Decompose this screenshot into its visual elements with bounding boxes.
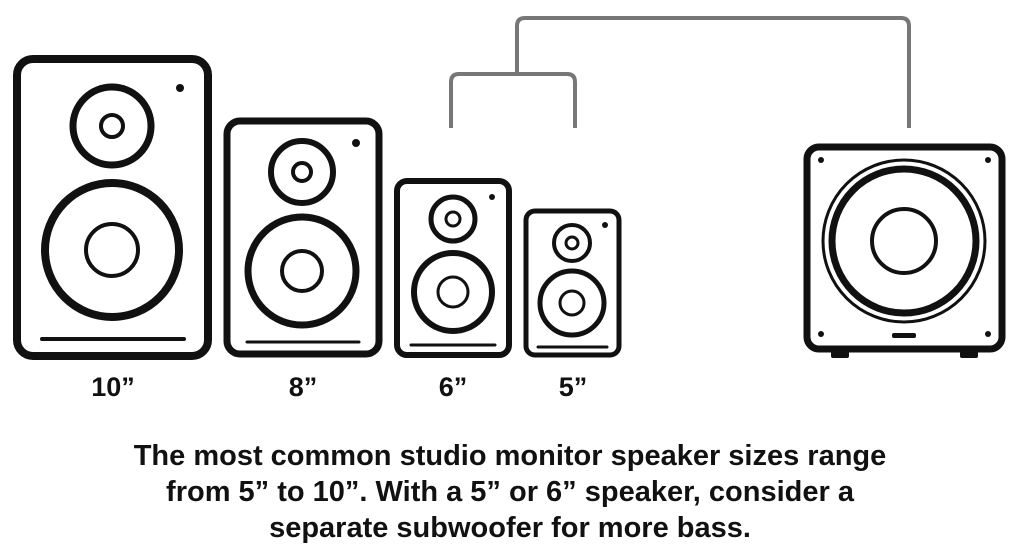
tweeter-outer xyxy=(69,83,155,169)
caption-line: The most common studio monitor speaker s… xyxy=(133,440,887,472)
speaker-cabinet xyxy=(223,117,383,358)
size-label-10-inch: 10” xyxy=(91,372,135,402)
speaker-cabinet xyxy=(523,208,622,358)
subwoofer-cone xyxy=(828,165,980,317)
screw-top-right xyxy=(985,157,991,163)
power-led xyxy=(352,139,360,147)
speaker-10-inch xyxy=(13,55,212,360)
woofer-inner xyxy=(436,275,470,309)
size-label-5-inch: 5” xyxy=(558,372,588,402)
caption-line: separate subwoofer for more bass. xyxy=(269,512,751,544)
tweeter-outer xyxy=(268,138,336,206)
power-led xyxy=(176,84,184,92)
tweeter-outer xyxy=(552,223,592,263)
screw-top-left xyxy=(818,157,824,163)
subwoofer-badge xyxy=(892,333,916,338)
speaker-6-inch xyxy=(394,178,512,358)
size-label-6-inch: 6” xyxy=(438,372,468,402)
connector-bracket xyxy=(449,16,911,128)
woofer-outer xyxy=(411,250,495,334)
woofer-inner xyxy=(280,249,324,293)
subwoofer xyxy=(803,143,1006,358)
woofer-inner xyxy=(84,222,140,278)
screw-bottom-right xyxy=(985,331,991,337)
speaker-8-inch xyxy=(223,117,383,358)
tweeter-inner xyxy=(99,113,125,139)
subwoofer-dust-cap xyxy=(870,207,938,275)
tweeter-inner xyxy=(291,161,313,183)
caption-line: from 5” to 10”. With a 5” or 6” speaker,… xyxy=(166,476,854,508)
woofer-inner xyxy=(558,289,586,317)
woofer-outer xyxy=(41,179,183,321)
connector-to-subwoofer xyxy=(515,16,911,128)
screw-bottom-left xyxy=(818,331,824,337)
power-led xyxy=(602,222,608,228)
tweeter-outer xyxy=(428,194,478,244)
connector-small-speakers xyxy=(449,72,577,128)
power-led xyxy=(489,194,495,200)
size-label-8-inch: 8” xyxy=(288,372,318,402)
speaker-5-inch xyxy=(523,208,622,358)
caption: The most common studio monitor speaker s… xyxy=(0,438,1020,546)
subwoofer-surround xyxy=(821,158,987,324)
speaker-cabinet xyxy=(394,178,512,358)
woofer-outer xyxy=(244,213,360,329)
tweeter-inner xyxy=(564,235,580,251)
speaker-cabinet xyxy=(13,55,212,360)
woofer-outer xyxy=(537,268,607,338)
tweeter-inner xyxy=(444,210,462,228)
